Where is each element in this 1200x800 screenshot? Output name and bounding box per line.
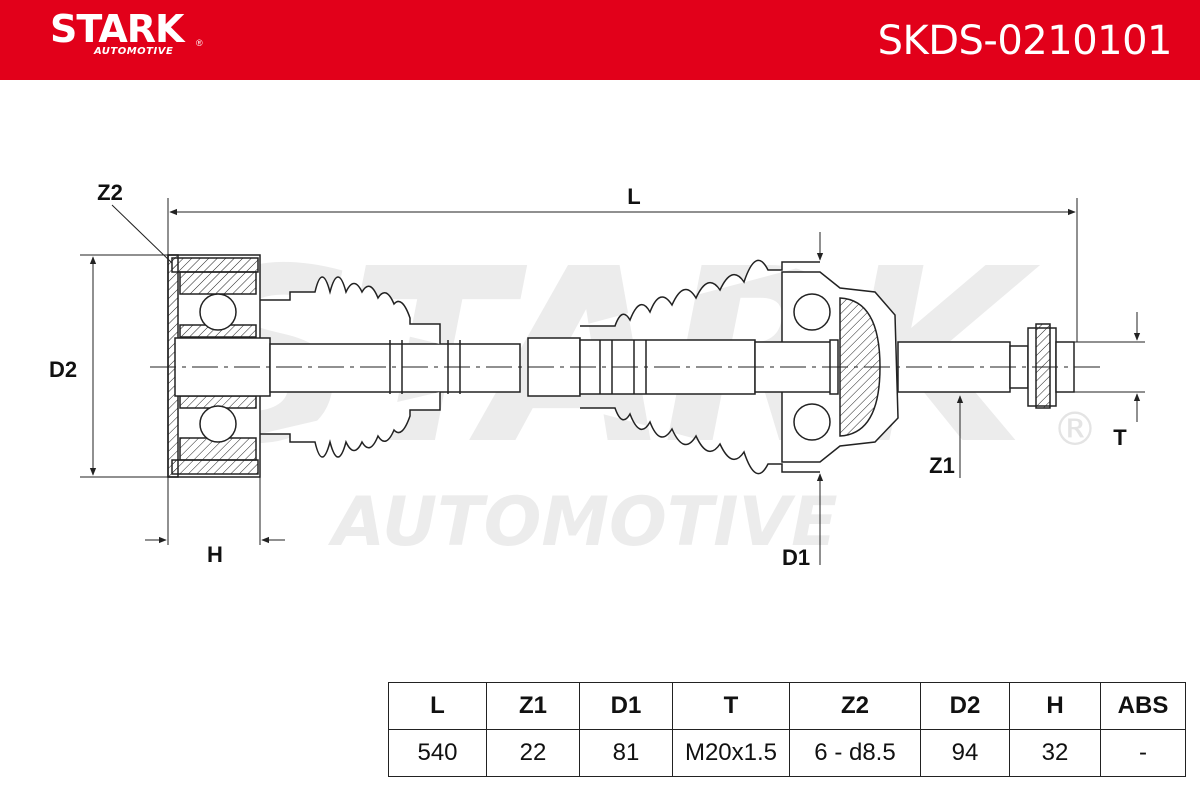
spec-table: L Z1 D1 T Z2 D2 H ABS 540 22 81 M20x1.5 …: [388, 682, 1186, 777]
label-l: L: [627, 184, 640, 209]
label-z2: Z2: [97, 180, 123, 205]
brand-subtitle: AUTOMOTIVE: [94, 46, 174, 57]
value-t: M20x1.5: [672, 729, 790, 777]
watermark-reg: ®: [1052, 402, 1098, 456]
part-number: SKDS-0210101: [877, 18, 1173, 64]
label-t: T: [1113, 425, 1127, 450]
watermark-sub: AUTOMOTIVE: [327, 483, 837, 562]
header-l: L: [388, 682, 487, 730]
value-z2: 6 - d8.5: [789, 729, 921, 777]
value-abs: -: [1100, 729, 1186, 777]
label-h: H: [207, 542, 223, 567]
brand-logo: STARK AUTOMOTIVE: [50, 7, 184, 57]
label-d1: D1: [782, 545, 810, 570]
brand-name: STARK: [50, 7, 184, 51]
inner-boot: [260, 276, 441, 458]
header-z1: Z1: [486, 682, 580, 730]
registered-mark: ®: [196, 38, 203, 48]
value-h: 32: [1009, 729, 1101, 777]
header-h: H: [1009, 682, 1101, 730]
value-d2: 94: [920, 729, 1010, 777]
value-l: 540: [388, 729, 487, 777]
header-t: T: [672, 682, 790, 730]
main-shaft: [174, 337, 756, 397]
spec-table-value-row: 540 22 81 M20x1.5 6 - d8.5 94 32 -: [388, 729, 1186, 777]
value-d1: 81: [579, 729, 673, 777]
dimension-lines: [80, 198, 1145, 565]
header-d1: D1: [579, 682, 673, 730]
label-d2: D2: [49, 357, 77, 382]
header-abs: ABS: [1100, 682, 1186, 730]
header-z2: Z2: [789, 682, 921, 730]
label-z1: Z1: [929, 453, 955, 478]
spec-table-header-row: L Z1 D1 T Z2 D2 H ABS: [388, 682, 1186, 730]
header-d2: D2: [920, 682, 1010, 730]
outer-boot: [580, 259, 820, 475]
drive-shaft-diagram: STARK AUTOMOTIVE ®: [49, 180, 1145, 570]
value-z1: 22: [486, 729, 580, 777]
header-bar: STARK AUTOMOTIVE ® SKDS-0210101: [0, 0, 1200, 80]
